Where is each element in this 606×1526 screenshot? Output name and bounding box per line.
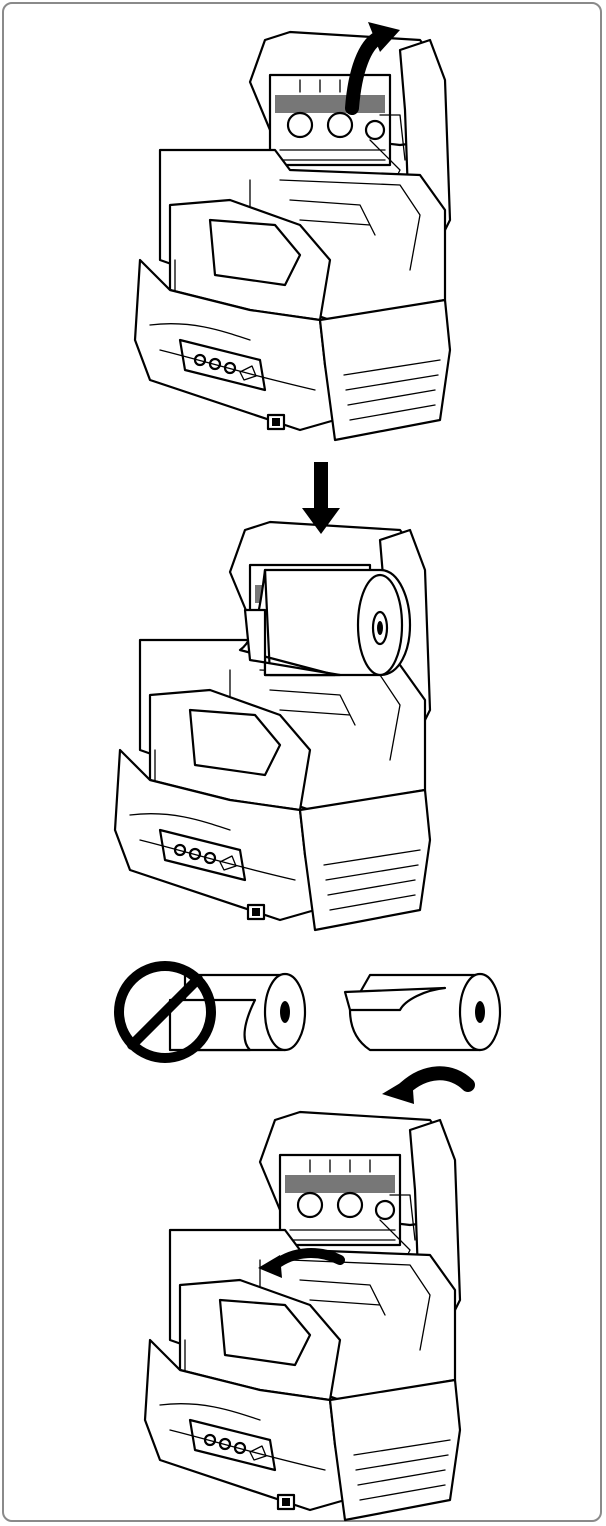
curved-arrow-up-icon bbox=[345, 22, 400, 115]
paper-roll-wrong-direction-icon bbox=[114, 961, 307, 1063]
printer-cover-close-icon bbox=[143, 1110, 462, 1522]
arrow-down-icon bbox=[302, 462, 340, 534]
curved-arrow-close-icon bbox=[382, 1066, 475, 1104]
printer-insert-paper-roll-icon bbox=[113, 520, 432, 932]
paper-roll-correct-direction-icon bbox=[343, 972, 502, 1052]
paper-roll-orientation-icon bbox=[114, 961, 502, 1063]
printer-cover-open-icon bbox=[133, 30, 452, 442]
